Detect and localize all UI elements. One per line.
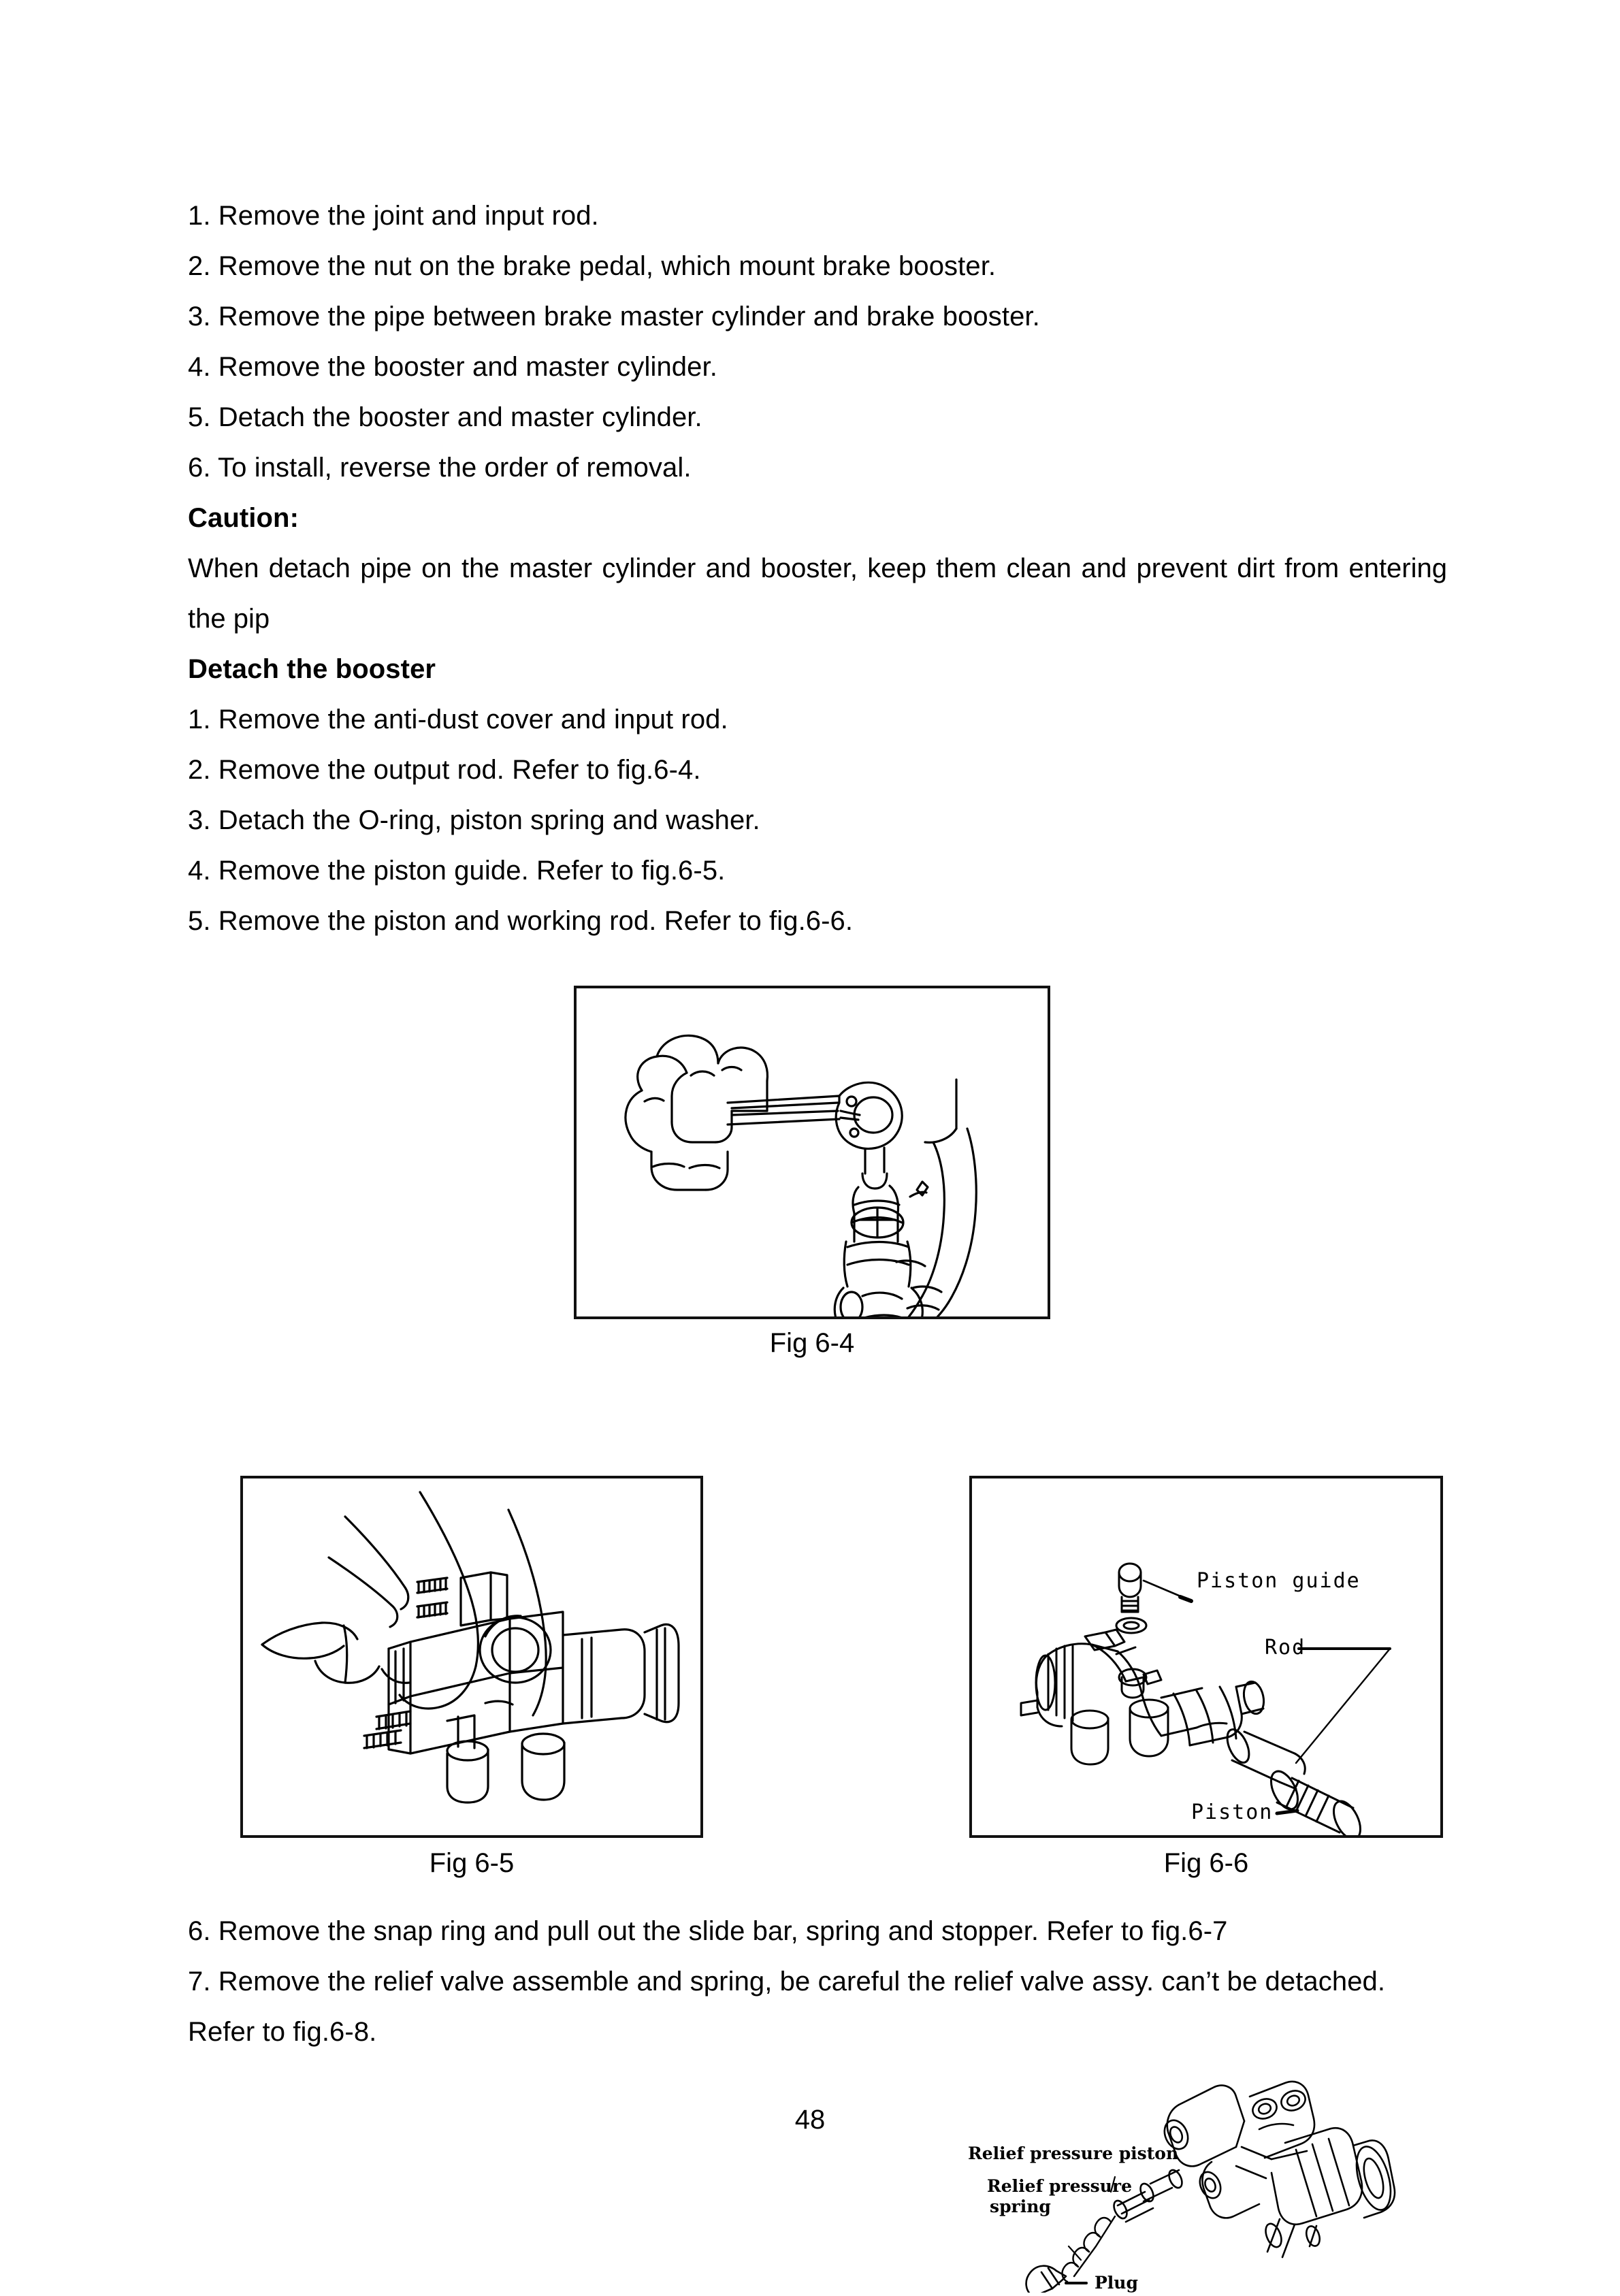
figure-6-8-label-plug: Plug xyxy=(1095,2273,1138,2293)
figure-6-5 xyxy=(240,1476,703,1838)
step-item: 7. Remove the relief valve assemble and … xyxy=(188,1967,1386,1996)
figure-6-5-illustration xyxy=(243,1478,700,1835)
step-item: 5. Detach the booster and master cylinde… xyxy=(188,402,702,432)
figure-6-8-label-relief-pressure-spring-line-2: spring xyxy=(990,2197,1051,2216)
figure-6-6-caption: Fig 6-6 xyxy=(1163,1848,1249,1878)
figure-6-6-illustration: Piston guide Rod Piston xyxy=(972,1478,1440,1835)
step-item: 1. Remove the joint and input rod. xyxy=(188,201,599,231)
step-item: 4. Remove the piston guide. Refer to fig… xyxy=(188,856,726,886)
page-content: 1. Remove the joint and input rod. 2. Re… xyxy=(188,191,1447,946)
page-number: 48 xyxy=(794,2105,826,2135)
step-item: 3. Detach the O-ring, piston spring and … xyxy=(188,805,760,835)
step-item: 2. Remove the nut on the brake pedal, wh… xyxy=(188,251,997,281)
section-heading-detach-the-booster: Detach the booster xyxy=(188,654,436,684)
step-item: 1. Remove the anti-dust cover and input … xyxy=(188,705,728,734)
figure-6-4 xyxy=(574,986,1050,1319)
figure-6-4-caption: Fig 6-4 xyxy=(769,1328,855,1358)
figure-6-4-illustration xyxy=(577,988,1048,1316)
figure-6-6: Piston guide Rod Piston xyxy=(969,1476,1443,1838)
figure-6-8-label-relief-pressure-piston: Relief pressure piston xyxy=(968,2144,1178,2163)
figure-6-6-label-piston: Piston xyxy=(1191,1800,1273,1824)
step-item: 2. Remove the output rod. Refer to fig.6… xyxy=(188,755,701,785)
figure-6-5-caption: Fig 6-5 xyxy=(429,1848,515,1878)
figure-6-8: Relief pressure piston Relief pressure s… xyxy=(939,2056,1416,2296)
step-item: 4. Remove the booster and master cylinde… xyxy=(188,352,717,382)
caution-heading: Caution: xyxy=(188,503,299,533)
step-item: Refer to fig.6-8. xyxy=(188,2017,377,2047)
figure-6-6-label-piston-guide: Piston guide xyxy=(1197,1569,1361,1593)
figure-6-8-label-relief-pressure-spring-line-1: Relief pressure xyxy=(987,2176,1132,2196)
step-item: 3. Remove the pipe between brake master … xyxy=(188,302,1040,332)
figure-6-6-label-rod: Rod xyxy=(1265,1636,1306,1660)
caution-paragraph: When detach pipe on the master cylinder … xyxy=(188,553,1447,634)
figure-6-8-illustration: Relief pressure piston Relief pressure s… xyxy=(939,2056,1416,2296)
step-item: 6. To install, reverse the order of remo… xyxy=(188,453,692,483)
page-content-lower: 6. Remove the snap ring and pull out the… xyxy=(188,1906,1447,2057)
step-item: 6. Remove the snap ring and pull out the… xyxy=(188,1916,1228,1946)
step-item: 5. Remove the piston and working rod. Re… xyxy=(188,906,854,936)
